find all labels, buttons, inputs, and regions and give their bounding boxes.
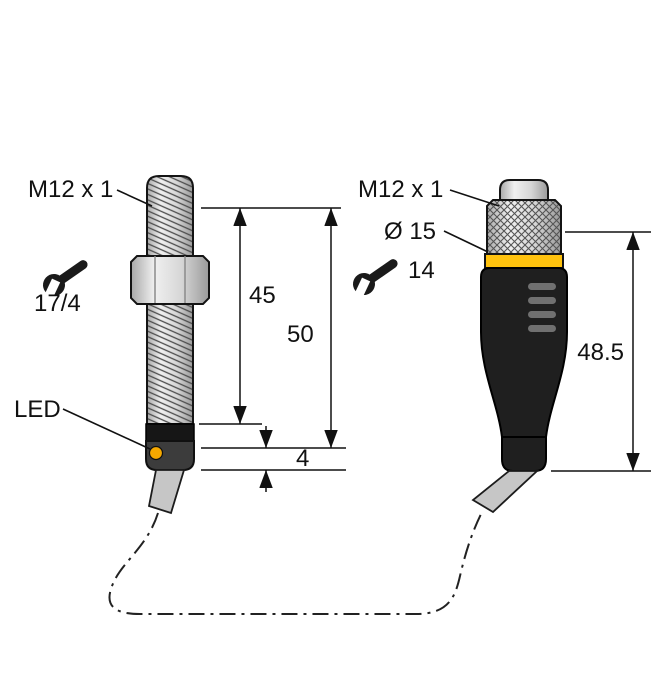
dimension-50: 50 <box>287 208 338 448</box>
sensor-cable <box>147 469 186 515</box>
left-annotations: M12 x 1 17/4 LED <box>14 176 153 450</box>
connector-top-cap <box>499 179 549 201</box>
dimension-4: 4 <box>259 426 309 492</box>
sensor-thread-top <box>146 175 194 257</box>
connector-thread-label: M12 x 1 <box>358 176 443 203</box>
sensor-thread-bottom <box>146 303 194 425</box>
connector-strain-relief <box>501 436 547 472</box>
connector-body <box>480 267 568 438</box>
connector-grip-ridges <box>528 283 556 332</box>
connector-diameter-label: Ø 15 <box>384 218 436 245</box>
sensor-wrench-size: 17/4 <box>34 290 81 317</box>
sensor-hex-nut <box>130 255 210 305</box>
sensor-thread-label: M12 x 1 <box>28 176 113 203</box>
dim-48-5-value: 48.5 <box>577 339 624 366</box>
connector-knurled-nut <box>486 199 562 255</box>
dim-45-value: 45 <box>249 282 276 309</box>
grip-ridge <box>528 311 556 318</box>
right-connector <box>471 179 568 514</box>
led-indicator <box>148 445 164 461</box>
left-sensor <box>130 175 210 515</box>
dimension-45: 45 <box>233 208 276 424</box>
grip-ridge <box>528 297 556 304</box>
leader-line <box>443 230 489 253</box>
leader-line <box>62 408 151 450</box>
right-annotations: M12 x 1 Ø 15 14 <box>343 176 500 304</box>
leader-line <box>449 189 500 207</box>
wrench-icon <box>343 252 404 304</box>
connector-wrench-size: 14 <box>408 257 435 284</box>
dim-50-value: 50 <box>287 321 314 348</box>
dim-4-value: 4 <box>296 445 309 472</box>
grip-ridge <box>528 283 556 290</box>
leader-line <box>116 189 153 207</box>
sensor-black-band <box>145 423 195 442</box>
grip-ridge <box>528 325 556 332</box>
cable-routing-line <box>108 511 483 615</box>
connector-yellow-ring <box>484 253 564 269</box>
dimension-48-5: 48.5 <box>551 231 651 472</box>
led-label: LED <box>14 396 61 423</box>
connector-cable <box>471 470 540 514</box>
left-dimensions: 45 50 4 <box>199 207 346 492</box>
